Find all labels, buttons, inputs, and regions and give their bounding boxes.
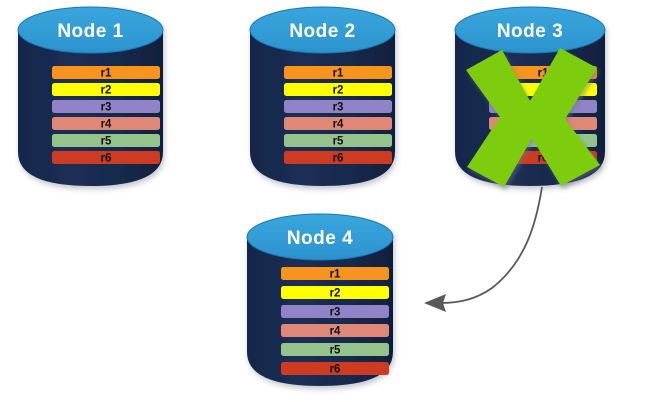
row-r1-label: r1 — [330, 269, 341, 281]
node-4-title: Node 4 — [287, 228, 353, 249]
node-3-title: Node 3 — [497, 21, 563, 42]
node-4-rows: r1 r2 r3 r4 r5 r6 — [281, 267, 389, 376]
row-r1-label: r1 — [333, 68, 344, 80]
cylinder-top — [246, 213, 394, 261]
row-r3[interactable] — [52, 100, 160, 113]
row-r6-label: r6 — [538, 153, 549, 165]
row-r5[interactable] — [284, 134, 392, 147]
arrow-head-icon — [424, 294, 446, 312]
node-1-title: Node 1 — [57, 21, 123, 42]
row-r6-label: r6 — [330, 364, 341, 376]
row-r3-label: r3 — [333, 102, 344, 114]
node-1-group[interactable]: Node 1 r1 r2 r3 r4 r5 r6 — [17, 6, 164, 186]
cylinder-top — [17, 6, 164, 54]
row-r5[interactable] — [52, 134, 160, 147]
row-r1-label: r1 — [538, 68, 549, 80]
replication-arrow — [424, 186, 543, 312]
row-r2[interactable] — [52, 83, 160, 96]
row-r1[interactable] — [52, 66, 160, 79]
node-2-group[interactable]: Node 2 r1 r2 r3 r4 r5 r6 — [249, 6, 396, 186]
node-1-rows: r1 r2 r3 r4 r5 r6 — [52, 66, 160, 165]
row-r2-label: r2 — [330, 288, 341, 300]
row-r5-label: r5 — [333, 136, 344, 148]
row-r3[interactable] — [284, 100, 392, 113]
row-r5[interactable] — [281, 343, 389, 356]
node-4-group[interactable]: Node 4 r1 r2 r3 r4 r5 r6 — [246, 213, 394, 386]
row-r5-label: r5 — [101, 136, 112, 148]
row-r5-label: r5 — [330, 345, 341, 357]
arrow-curve — [439, 186, 543, 304]
row-r6[interactable] — [284, 151, 392, 164]
row-r6[interactable] — [281, 362, 389, 375]
green-x-mark — [466, 48, 600, 187]
row-r3-label: r3 — [101, 102, 112, 114]
row-r2[interactable] — [284, 83, 392, 96]
row-r2[interactable] — [281, 286, 389, 299]
row-r4-label: r4 — [330, 326, 341, 338]
row-r3[interactable] — [281, 305, 389, 318]
node-3-group[interactable]: Node 3 r1 r2 r3 r4 r5 r6 — [454, 6, 606, 187]
row-r4[interactable] — [284, 117, 392, 130]
row-r2-label: r2 — [333, 85, 344, 97]
cylinder-top — [454, 6, 606, 54]
row-r4[interactable] — [52, 117, 160, 130]
row-r1-label: r1 — [101, 68, 112, 80]
row-r6-label: r6 — [333, 153, 344, 165]
node-2-rows: r1 r2 r3 r4 r5 r6 — [284, 66, 392, 165]
row-r6[interactable] — [52, 151, 160, 164]
row-r4[interactable] — [281, 324, 389, 337]
row-r4-label: r4 — [101, 119, 112, 131]
node-2-title: Node 2 — [289, 21, 355, 42]
row-r1[interactable] — [284, 66, 392, 79]
row-r4-label: r4 — [333, 119, 344, 131]
row-r2-label: r2 — [101, 85, 112, 97]
row-r6-label: r6 — [101, 153, 112, 165]
row-r3-label: r3 — [330, 307, 341, 319]
row-r1[interactable] — [281, 267, 389, 280]
cylinder-top — [249, 6, 396, 54]
